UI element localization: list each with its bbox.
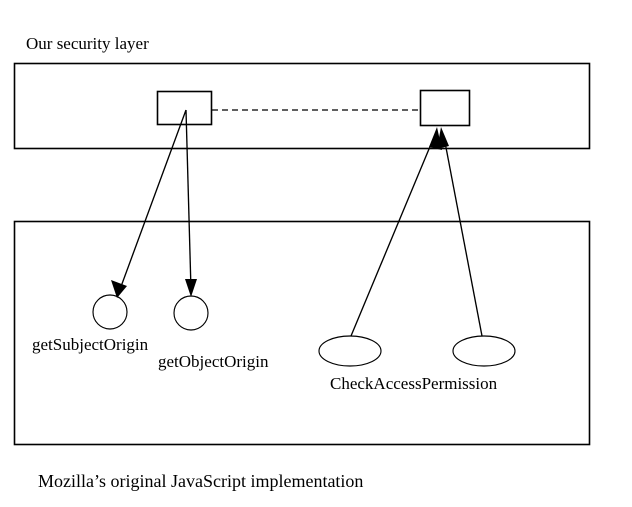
arrowhead-get-object-origin-icon [185,279,197,297]
arrowhead-check-access-right-icon [437,127,449,149]
get-object-origin-node [173,295,209,331]
get-subject-origin-node [92,294,128,330]
edge-from-check-access-left [350,136,435,337]
arrowhead-get-subject-origin-icon [111,280,127,298]
label-check-access-permission: CheckAccessPermission [330,374,498,393]
security-box-left [156,90,213,126]
label-get-object-origin: getObjectOrigin [158,352,269,371]
edge-to-get-subject-origin [118,109,187,293]
check-access-permission-node-left [318,335,382,367]
edge-to-get-object-origin [185,109,192,291]
label-get-subject-origin: getSubjectOrigin [32,335,149,354]
security-box-right [419,89,471,127]
edge-from-check-access-right [443,136,483,337]
diagram-caption: Mozilla’s original JavaScript implementa… [38,471,363,491]
diagram-title: Our security layer [26,34,149,53]
check-access-permission-node-right [452,335,516,367]
mozilla-layer-box [13,220,591,446]
security-layer-box [13,62,591,150]
